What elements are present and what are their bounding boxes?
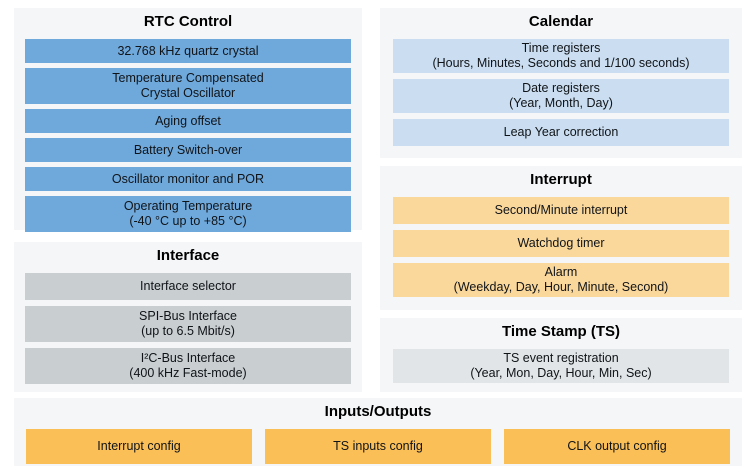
panel-title-calendar: Calendar (528, 13, 594, 30)
bar-oscillator-monitor-por: Oscillator monitor and POR (25, 167, 351, 191)
interface-bars: Interface selector SPI-Bus Interface (up… (25, 273, 351, 384)
time-stamp-bars: TS event registration (Year, Mon, Day, H… (393, 349, 729, 383)
interrupt-bars: Second/Minute interrupt Watchdog timer A… (393, 197, 729, 297)
bar-tcxo: Temperature Compensated Crystal Oscillat… (25, 68, 351, 104)
bar-operating-temperature: Operating Temperature (-40 °C up to +85 … (25, 196, 351, 232)
bar-leap-year-correction: Leap Year correction (393, 119, 729, 146)
bar-ts-event-registration: TS event registration (Year, Mon, Day, H… (393, 349, 729, 383)
panel-title-time-stamp: Time Stamp (TS) (501, 323, 621, 340)
panel-title-interrupt: Interrupt (530, 171, 592, 188)
inputs-outputs-bars: Interrupt config TS inputs config CLK ou… (26, 429, 730, 464)
panel-title-interface: Interface (156, 247, 220, 264)
rtc-control-bars: 32.768 kHz quartz crystal Temperature Co… (25, 39, 351, 232)
panel-inputs-outputs: Inputs/Outputs Interrupt config TS input… (14, 398, 742, 466)
left-column: RTC Control 32.768 kHz quartz crystal Te… (14, 8, 362, 392)
bar-i2c-bus-interface: I²C-Bus Interface (400 kHz Fast-mode) (25, 348, 351, 384)
bar-date-registers: Date registers (Year, Month, Day) (393, 79, 729, 113)
panel-interrupt: Interrupt Second/Minute interrupt Watchd… (380, 166, 742, 310)
panel-time-stamp: Time Stamp (TS) TS event registration (Y… (380, 318, 742, 392)
bar-spi-bus-interface: SPI-Bus Interface (up to 6.5 Mbit/s) (25, 306, 351, 342)
panel-title-inputs-outputs: Inputs/Outputs (324, 403, 432, 420)
bar-aging-offset: Aging offset (25, 109, 351, 133)
panel-calendar: Calendar Time registers (Hours, Minutes,… (380, 8, 742, 158)
right-column: Calendar Time registers (Hours, Minutes,… (380, 8, 742, 392)
bar-quartz-crystal: 32.768 kHz quartz crystal (25, 39, 351, 63)
bar-ts-inputs-config: TS inputs config (265, 429, 491, 464)
bar-alarm: Alarm (Weekday, Day, Hour, Minute, Secon… (393, 263, 729, 297)
diagram-columns: RTC Control 32.768 kHz quartz crystal Te… (14, 8, 742, 392)
bar-clk-output-config: CLK output config (504, 429, 730, 464)
bar-interface-selector: Interface selector (25, 273, 351, 300)
bar-interrupt-config: Interrupt config (26, 429, 252, 464)
calendar-bars: Time registers (Hours, Minutes, Seconds … (393, 39, 729, 146)
bar-second-minute-interrupt: Second/Minute interrupt (393, 197, 729, 224)
panel-interface: Interface Interface selector SPI-Bus Int… (14, 242, 362, 392)
bar-battery-switch-over: Battery Switch-over (25, 138, 351, 162)
bar-time-registers: Time registers (Hours, Minutes, Seconds … (393, 39, 729, 73)
panel-rtc-control: RTC Control 32.768 kHz quartz crystal Te… (14, 8, 362, 232)
bar-watchdog-timer: Watchdog timer (393, 230, 729, 257)
panel-title-rtc-control: RTC Control (143, 13, 233, 30)
